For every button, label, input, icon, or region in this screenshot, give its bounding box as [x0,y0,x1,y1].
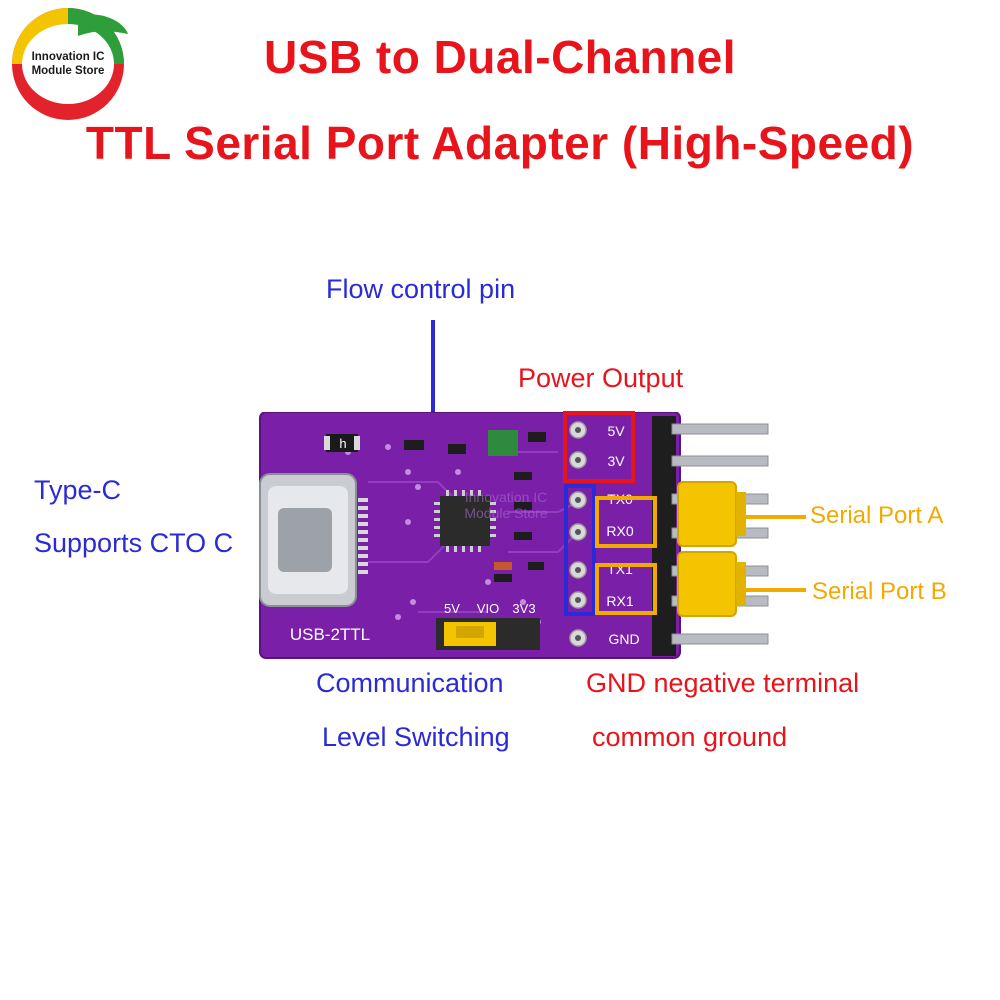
serial-a-box [595,496,657,548]
pin-label-gnd: GND [608,631,639,647]
watermark-line2: Module Store [464,505,547,521]
comm-level-line2: Level Switching [322,722,510,752]
gnd-label-line1: GND negative terminal [586,668,860,698]
watermark-line1: Innovation IC [465,489,548,505]
title-line2: TTL Serial Port Adapter (High-Speed) [85,117,915,169]
serial-b-box [595,563,657,615]
pin-label-5v: 5V [607,423,625,439]
component-h-label: h [339,436,346,451]
serial-port-b-label: Serial Port B [812,578,947,605]
pcb-board: h Innovation IC Module Store 5V [258,411,778,662]
level-5v: 5V [444,601,460,616]
comm-level-line1: Communication [316,668,504,698]
serial-port-a-label: Serial Port A [810,502,944,529]
supports-label: Supports CTO C [34,528,234,558]
power-output-box [563,411,635,483]
power-output-label: Power Output [518,363,684,393]
type-c-label: Type-C [34,475,122,505]
board-name: USB-2TTL [290,625,370,644]
pin-label-3v: 3V [607,453,625,469]
logo-line2: Module Store [32,65,105,77]
pin-label-rx0: RX0 [606,523,633,539]
flow-control-label: Flow control pin [326,274,516,304]
store-logo: Innovation IC Module Store [6,4,132,124]
title-line1: USB to Dual-Channel [263,31,737,83]
level-3v3: 3V3 [512,601,535,616]
level-vio: VIO [477,601,499,616]
flow-control-box [564,484,596,616]
gnd-label-line2: common ground [592,722,788,752]
logo-line1: Innovation IC [32,51,105,63]
pin-label-rx1: RX1 [606,593,633,609]
